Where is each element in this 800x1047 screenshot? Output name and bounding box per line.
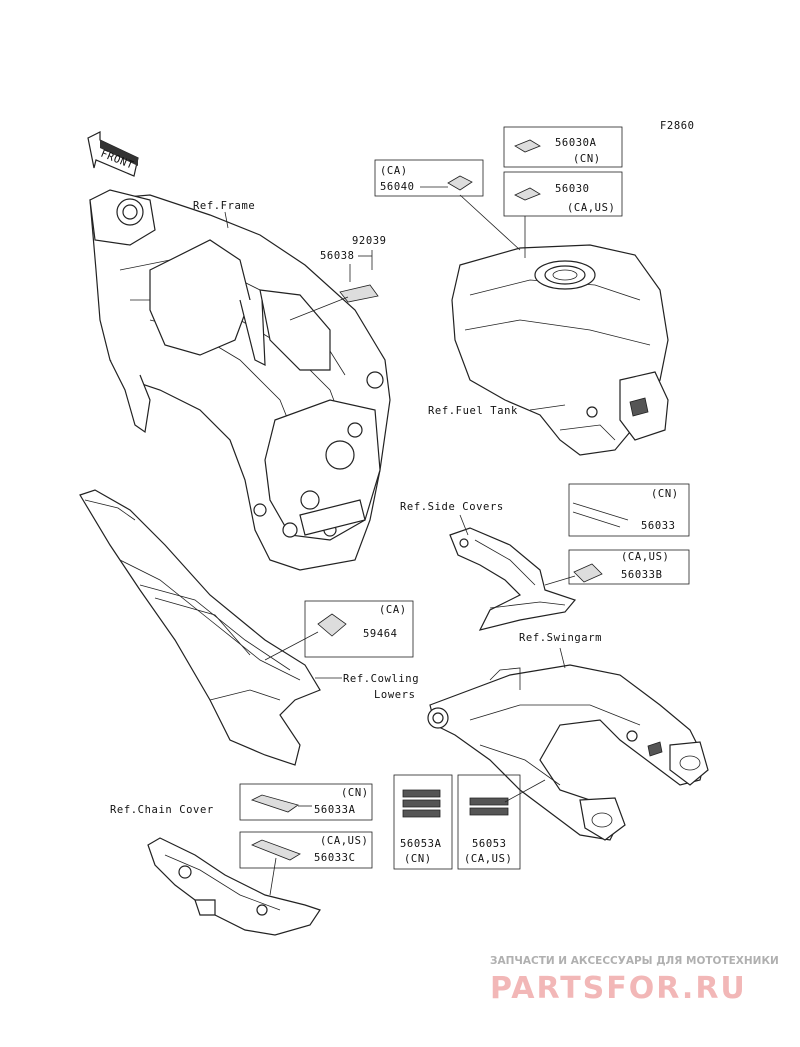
ref-side-covers-label: Ref.Side Covers bbox=[400, 501, 504, 513]
side-cover-drawing bbox=[449, 527, 577, 631]
decal-56053 bbox=[469, 797, 509, 816]
cowling-lower-drawing bbox=[79, 489, 321, 766]
part-59464-box bbox=[304, 600, 414, 658]
decal-59464 bbox=[317, 613, 347, 637]
part-56033-region: (CN) bbox=[651, 488, 679, 500]
part-56033C-label: 56033C bbox=[314, 852, 356, 864]
chain-cover-drawing bbox=[147, 837, 321, 936]
ref-cowling-label-1: Ref.Cowling bbox=[343, 673, 419, 685]
decal-56033A bbox=[250, 794, 299, 813]
part-56053A-label: 56053A bbox=[400, 838, 442, 850]
decal-56053A bbox=[402, 789, 441, 818]
front-arrow-icon: FRONT bbox=[87, 131, 139, 177]
ref-fuel-tank-label: Ref.Fuel Tank bbox=[428, 405, 518, 417]
decal-56038 bbox=[339, 284, 379, 303]
watermark-logo: PARTSFOR.RU bbox=[490, 971, 747, 1006]
part-56033B-label: 56033B bbox=[621, 569, 663, 581]
part-92039-label: 92039 bbox=[352, 235, 387, 247]
part-56033C-box bbox=[239, 831, 373, 869]
watermark-subtitle: ЗАПЧАСТИ И АКСЕССУАРЫ ДЛЯ МОТОТЕХНИКИ bbox=[490, 955, 779, 967]
part-56053-label: 56053 bbox=[472, 838, 507, 850]
part-59464-label: 59464 bbox=[363, 628, 398, 640]
part-56040-box bbox=[374, 159, 484, 197]
fuel-tank-drawing bbox=[451, 244, 669, 456]
part-56033-box bbox=[568, 483, 690, 537]
part-56033-label: 56033 bbox=[641, 520, 676, 532]
part-56030A-box bbox=[503, 126, 623, 168]
part-56030-label: 56030 bbox=[555, 183, 590, 195]
part-56040-region: (CA) bbox=[380, 165, 408, 177]
part-59464-region: (CA) bbox=[379, 604, 407, 616]
part-56033B-region: (CA,US) bbox=[621, 551, 669, 563]
part-56030A-label: 56030A bbox=[555, 137, 597, 149]
decal-56033C bbox=[251, 839, 301, 861]
decal-56033B bbox=[573, 563, 603, 583]
part-56033C-region: (CA,US) bbox=[320, 835, 368, 847]
decal-56040 bbox=[447, 175, 473, 191]
part-56033A-region: (CN) bbox=[341, 787, 369, 799]
part-56033B-box bbox=[568, 549, 690, 585]
part-56038-label: 56038 bbox=[320, 250, 355, 262]
ref-chain-cover-label: Ref.Chain Cover bbox=[110, 804, 214, 816]
part-56053A-box bbox=[393, 774, 453, 870]
part-56033A-box bbox=[239, 783, 373, 821]
swingarm-drawing bbox=[427, 664, 709, 841]
part-56030A-region: (CN) bbox=[573, 153, 601, 165]
part-56033A-label: 56033A bbox=[314, 804, 356, 816]
decal-56030A bbox=[514, 139, 541, 153]
ref-cowling-label-2: Lowers bbox=[374, 689, 416, 701]
part-56053-region: (CA,US) bbox=[464, 853, 512, 865]
decal-56030 bbox=[514, 187, 541, 201]
part-56030-region: (CA,US) bbox=[567, 202, 615, 214]
part-56053-box bbox=[457, 774, 521, 870]
part-56030-box bbox=[503, 171, 623, 217]
part-56053A-region: (CN) bbox=[404, 853, 432, 865]
part-56040-label: 56040 bbox=[380, 181, 415, 193]
figure-code: F2860 bbox=[660, 120, 695, 132]
ref-swingarm-label: Ref.Swingarm bbox=[519, 632, 602, 644]
ref-frame-label: Ref.Frame bbox=[193, 200, 255, 212]
frame-drawing bbox=[89, 189, 391, 571]
